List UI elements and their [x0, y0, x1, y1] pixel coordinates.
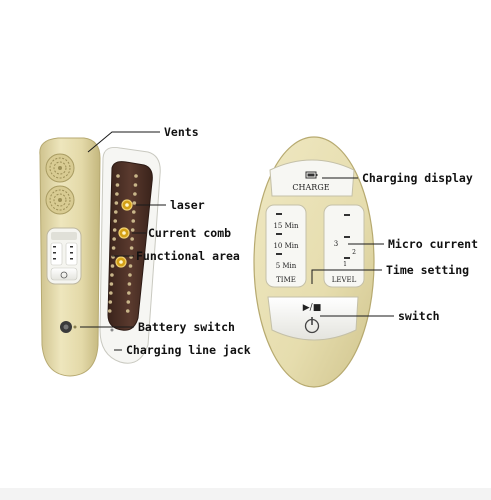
comb-stud-3 — [133, 183, 138, 187]
comb-stud-29 — [126, 300, 131, 304]
comb-stud-24 — [109, 282, 114, 286]
comb-stud-4 — [115, 192, 119, 196]
level-option-3: 3 — [334, 240, 338, 248]
callout-labels: Vents laser Current comb Functional area… — [126, 125, 478, 357]
comb-stud-1 — [134, 174, 138, 178]
callout-vents: Vents — [164, 125, 199, 139]
vent-top — [45, 153, 75, 183]
callout-micro-current: Micro current — [388, 237, 478, 251]
callout-charging-line-jack: Charging line jack — [126, 343, 251, 357]
power-icon — [304, 317, 320, 334]
callout-switch: switch — [398, 309, 440, 323]
leader-lines — [80, 131, 394, 351]
comb-stud-2 — [115, 183, 120, 187]
bottom-reflection — [0, 488, 491, 500]
comb-stud-12 — [112, 228, 117, 232]
play-stop-symbol: ▶/■ — [303, 303, 321, 313]
comb-stud-9 — [132, 210, 136, 214]
comb-stud-20 — [110, 264, 115, 268]
time-option-10: 10 Min — [273, 242, 299, 250]
callout-current-comb: Current comb — [148, 226, 231, 240]
comb-stud-21 — [128, 264, 133, 268]
level-column: 3 2 1 LEVEL — [323, 204, 365, 288]
battery-switch-dot — [60, 321, 77, 333]
comb-stud-11 — [131, 219, 136, 223]
comb-stud-30 — [107, 309, 112, 313]
comb-stud-16 — [111, 246, 116, 250]
callout-battery-switch: Battery switch — [138, 320, 235, 334]
oval-remote: CHARGE 15 Min 10 Min 5 Min TIME 3 2 1 LE… — [253, 136, 375, 388]
callout-laser: laser — [170, 198, 205, 212]
time-option-15: 15 Min — [273, 222, 299, 230]
charge-display: CHARGE — [269, 159, 355, 197]
level-label: LEVEL — [332, 276, 357, 284]
comb-stud-31 — [125, 309, 130, 313]
callout-time-setting: Time setting — [386, 263, 469, 277]
vent-bottom — [45, 185, 75, 215]
level-option-1: 1 — [343, 261, 347, 268]
comb-stud-10 — [113, 219, 118, 223]
laser-dot-2 — [118, 227, 130, 239]
time-option-5: 5 Min — [276, 262, 297, 270]
comb-stud-8 — [114, 210, 118, 214]
laser-dot-3 — [115, 256, 127, 268]
laser-dot-1 — [121, 199, 133, 211]
comb-stud-7 — [132, 201, 137, 205]
level-option-2: 2 — [352, 249, 356, 256]
callout-functional-area: Functional area — [136, 249, 240, 263]
comb-stud-28 — [108, 300, 113, 304]
device-front — [39, 137, 101, 377]
comb-stud-23 — [128, 273, 132, 277]
comb-stud-26 — [109, 291, 113, 295]
charging-jack-dot — [110, 328, 114, 332]
charge-label: CHARGE — [292, 183, 329, 192]
comb-stud-22 — [110, 273, 114, 277]
comb-stud-17 — [129, 246, 134, 250]
comb-stud-5 — [133, 192, 137, 196]
comb-stud-6 — [114, 201, 119, 205]
time-column: 15 Min 10 Min 5 Min TIME — [265, 204, 307, 288]
mini-control-panel — [46, 227, 82, 285]
time-label: TIME — [276, 276, 296, 284]
comb-stud-14 — [112, 237, 116, 241]
comb-stud-15 — [130, 237, 134, 241]
callout-charging-display: Charging display — [362, 171, 473, 185]
comb-stud-0 — [116, 174, 120, 178]
device-back — [99, 147, 161, 364]
comb-stud-27 — [127, 291, 131, 295]
comb-stud-25 — [127, 282, 132, 286]
comb-stud-13 — [130, 228, 135, 232]
switch-button: ▶/■ — [267, 296, 359, 341]
